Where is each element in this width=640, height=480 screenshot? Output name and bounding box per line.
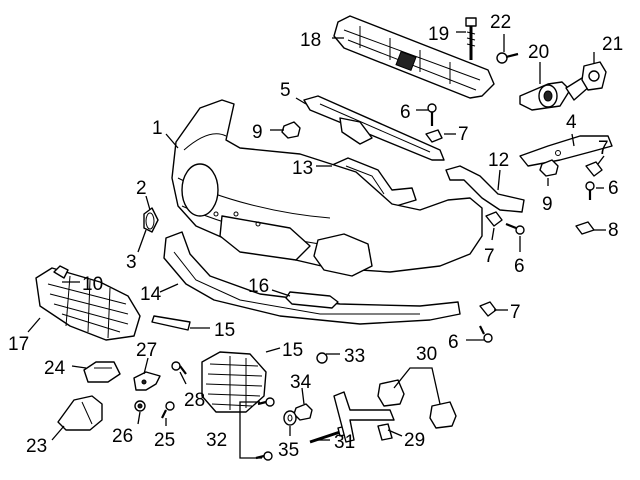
- callout-9-upper: 9: [252, 122, 263, 143]
- callout-14: 16: [248, 276, 269, 297]
- callout-3: 3: [126, 252, 137, 273]
- callout-22: 22: [490, 12, 511, 33]
- hook-part-27: [133, 371, 161, 391]
- callout-7-lower: 7: [510, 302, 521, 323]
- side-bracket-right-part: [445, 165, 525, 213]
- bracket-arm-part: [519, 135, 613, 167]
- callout-29: 29: [404, 430, 425, 451]
- callout-24: 24: [44, 358, 66, 379]
- screw-part-6-lower-right: [479, 325, 493, 343]
- callout-21: 21: [602, 34, 623, 55]
- callout-6-right: 6: [608, 178, 619, 199]
- cover-part-23: [57, 395, 103, 431]
- callout-26: 26: [112, 426, 133, 447]
- clip-part-17: [53, 265, 69, 279]
- clip-part-7-lower-right: [479, 301, 497, 317]
- callout-13: 15: [214, 320, 235, 341]
- clip-part-33: [316, 352, 328, 364]
- callout-17: 10: [82, 274, 103, 295]
- fog-lamp-cover-part: [143, 207, 159, 233]
- trim-strip-part: [151, 315, 191, 331]
- bracket-part-29: [333, 391, 395, 443]
- callout-27: 27: [136, 340, 157, 361]
- callout-16: 17: [8, 334, 29, 355]
- bolt-part-28: [171, 361, 187, 375]
- reinforcement-bar-part: [333, 15, 495, 99]
- bumper-cover-part: [171, 99, 483, 277]
- clip-part-7-mid-right: [485, 211, 503, 227]
- tow-eye-bracket-part: [519, 77, 591, 111]
- nut-part-26: [134, 400, 146, 412]
- spacer-part-34: [293, 403, 313, 421]
- mounting-rail-part: [303, 95, 445, 161]
- leader-lines: [27, 31, 606, 459]
- clip-part-8: [575, 221, 595, 235]
- nut-part-9-right: [539, 159, 559, 177]
- side-grille-part: [35, 267, 141, 341]
- screw-part-6-mid-right: [505, 222, 525, 235]
- callout-6-upper: 6: [400, 102, 411, 123]
- callout-33: 33: [344, 346, 365, 367]
- callout-10: 12: [488, 150, 509, 171]
- clip-part-7-right-upper: [585, 161, 603, 177]
- callout-31: 31: [334, 432, 355, 453]
- callout-2: 2: [136, 178, 147, 199]
- callout-32: 32: [206, 430, 227, 451]
- callout-4: 4: [566, 112, 577, 133]
- callout-23: 23: [26, 436, 47, 457]
- callout-30: 30: [416, 344, 437, 365]
- callout-7-mid: 7: [484, 246, 495, 267]
- clip-part-7-upper: [425, 129, 443, 143]
- bolts-part-32: [255, 397, 275, 461]
- callout-9-right: 9: [542, 194, 553, 215]
- callout-labels: 18 19 22 20 21 5 6 7 9 4 13 12 9 7 6 8 7…: [8, 12, 623, 461]
- callout-11: 13: [292, 158, 313, 179]
- callout-20: 20: [528, 42, 549, 63]
- callout-28: 28: [184, 390, 205, 411]
- long-bolt-part: [465, 17, 477, 60]
- washer-part-35: [283, 410, 297, 426]
- callout-15-text: 15: [282, 340, 303, 361]
- bracket-part-24: [83, 361, 121, 383]
- callout-5: 5: [280, 80, 291, 101]
- callout-18: 18: [300, 30, 321, 51]
- center-grille-part: [201, 351, 267, 413]
- screw-part-22: [496, 52, 519, 64]
- callout-12: 14: [140, 284, 162, 305]
- callout-7-upper: 7: [458, 124, 469, 145]
- callout-1: 1: [152, 118, 163, 139]
- reflector-strip-part: [285, 291, 339, 309]
- callout-34: 34: [290, 372, 312, 393]
- gasket-plate-part: [581, 61, 607, 91]
- callout-25: 25: [154, 430, 175, 451]
- callout-7-right: 7: [598, 138, 609, 159]
- screw-part-6-upper: [427, 103, 437, 126]
- callout-8: 8: [608, 220, 619, 241]
- screw-part-6-right-upper: [585, 181, 595, 200]
- bolt-part-25: [161, 401, 175, 419]
- lower-spoiler-part: [163, 231, 461, 325]
- nut-part-9-upper: [281, 121, 301, 139]
- callout-19: 19: [428, 24, 449, 45]
- mounts-part-30: [377, 379, 457, 429]
- callout-6-lower: 6: [448, 332, 459, 353]
- callout-6-mid: 6: [514, 256, 525, 277]
- callout-35: 35: [278, 440, 299, 461]
